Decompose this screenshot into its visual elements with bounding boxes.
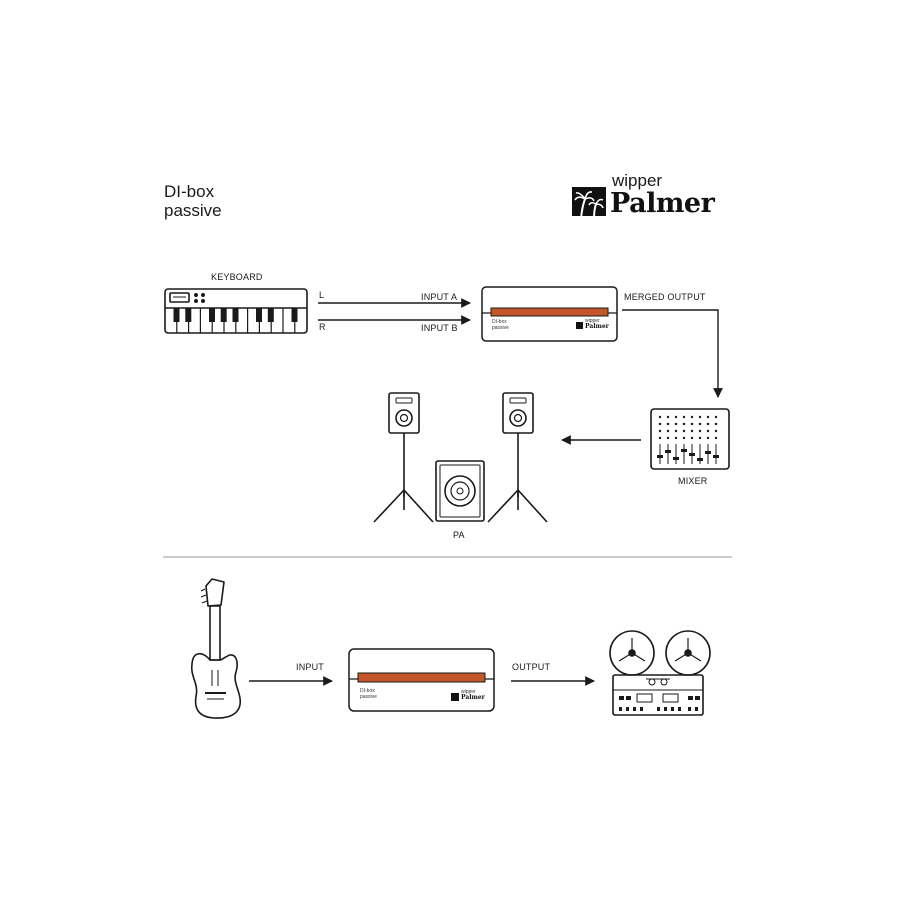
guitar-icon — [190, 578, 241, 719]
speaker-right-icon — [487, 392, 548, 523]
di-box-bottom-model-line-2: passive — [360, 694, 377, 700]
di-box-bottom-logo-icon — [451, 693, 459, 701]
speaker-left-icon — [373, 392, 434, 523]
cable-merged-output — [622, 309, 723, 398]
keyboard-icon — [164, 288, 308, 334]
brand-wipper-text: wipper — [612, 171, 663, 190]
di-box-bottom-model-line-1: DI-box — [360, 688, 375, 694]
subwoofer-icon — [435, 460, 485, 522]
pa-label: PA — [453, 530, 465, 540]
brand-palmer-text: Palmer — [610, 188, 715, 219]
keyboard-label: KEYBOARD — [211, 272, 263, 282]
merged-output-label: MERGED OUTPUT — [624, 292, 706, 302]
di-box-top — [481, 286, 618, 342]
di-box-bottom-brand-name: Palmer — [461, 694, 485, 701]
input-a-label: INPUT A — [421, 292, 458, 302]
di-box-bottom-brand-top: wipper — [461, 689, 476, 695]
output-label: OUTPUT — [512, 662, 551, 672]
di-box-bottom — [348, 648, 495, 712]
title-line-2: passive — [164, 201, 222, 220]
di-box-top-model-line-1: DI-box — [492, 319, 507, 325]
input-b-label: INPUT B — [421, 323, 458, 333]
di-box-top-brand-name: Palmer — [585, 323, 609, 330]
reel-to-reel-recorder-icon — [609, 630, 711, 716]
input-label: INPUT — [296, 662, 324, 672]
mixer-label: MIXER — [678, 476, 708, 486]
right-channel-label: R — [319, 322, 326, 332]
palm-logo-icon — [572, 187, 606, 220]
di-box-top-model-line-2: passive — [492, 325, 509, 331]
di-box-top-brand-top: wipper — [585, 318, 600, 324]
reel-to-reel-buttons — [619, 696, 700, 711]
title-line-1: DI-box — [164, 182, 215, 201]
di-box-top-logo-icon — [576, 322, 583, 329]
mixer-icon — [650, 408, 730, 470]
left-channel-label: L — [319, 290, 325, 300]
